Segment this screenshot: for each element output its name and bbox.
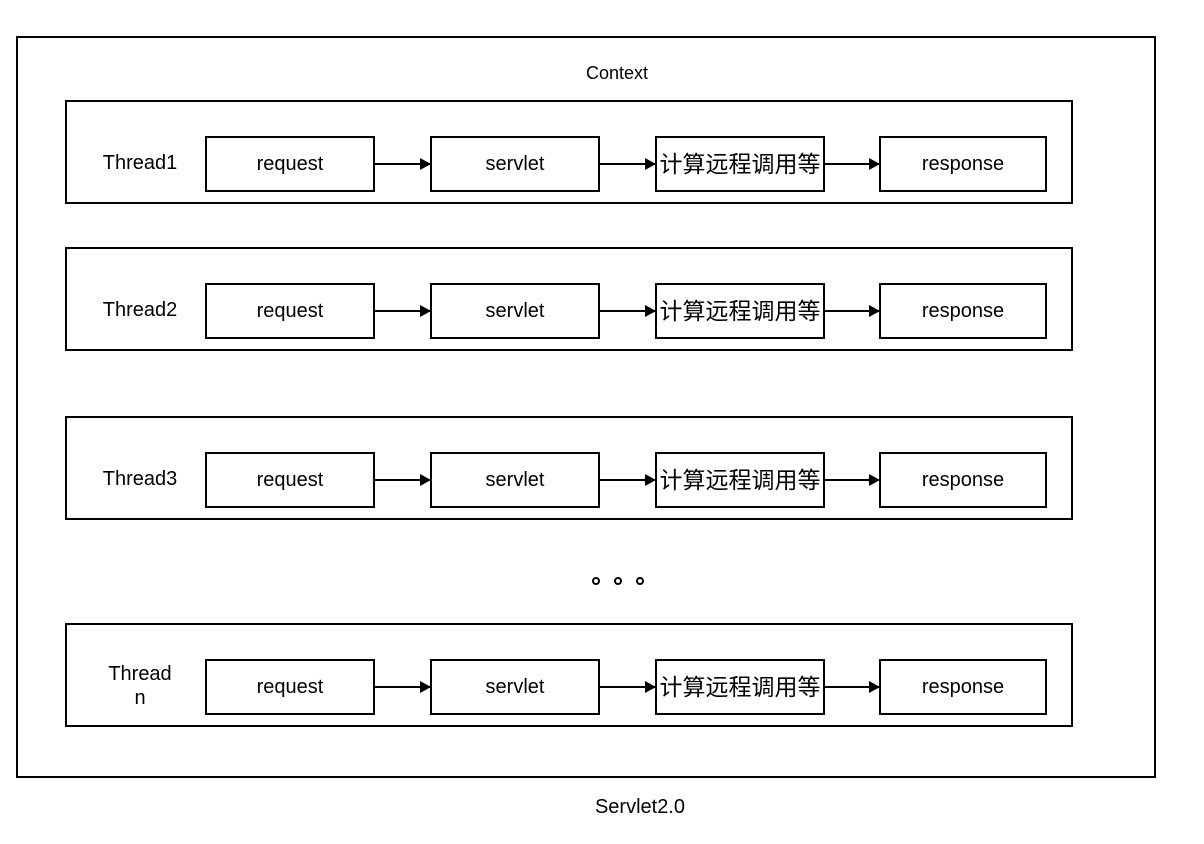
thread-row-1: Thread1 request servlet 计算远程调用等 response xyxy=(65,100,1073,204)
flow-arrow xyxy=(825,681,880,693)
flow-arrow xyxy=(600,158,656,170)
step-box-compute-remote-calls: 计算远程调用等 xyxy=(655,452,825,508)
thread-label: Thread3 xyxy=(102,468,178,490)
step-box-response: response xyxy=(879,452,1047,508)
flow-arrow xyxy=(600,474,656,486)
thread-row-2: Thread2 request servlet 计算远程调用等 response xyxy=(65,247,1073,351)
step-box-servlet: servlet xyxy=(430,659,600,715)
flow-arrow xyxy=(825,474,880,486)
step-box-compute-remote-calls: 计算远程调用等 xyxy=(655,283,825,339)
context-label: Context xyxy=(585,63,649,83)
step-box-compute-remote-calls: 计算远程调用等 xyxy=(655,659,825,715)
step-box-response: response xyxy=(879,136,1047,192)
step-box-request: request xyxy=(205,283,375,339)
step-box-compute-remote-calls: 计算远程调用等 xyxy=(655,136,825,192)
thread-row-3: Thread3 request servlet 计算远程调用等 response xyxy=(65,416,1073,520)
flow-arrow xyxy=(600,305,656,317)
flow-arrow xyxy=(375,305,431,317)
flow-arrow xyxy=(600,681,656,693)
flow-arrow xyxy=(375,474,431,486)
ellipsis-dot xyxy=(614,577,622,585)
step-box-request: request xyxy=(205,136,375,192)
step-box-request: request xyxy=(205,452,375,508)
step-box-servlet: servlet xyxy=(430,136,600,192)
flow-arrow xyxy=(825,158,880,170)
thread-label: Thread1 xyxy=(102,152,178,174)
thread-row-4: Thread n request servlet 计算远程调用等 response xyxy=(65,623,1073,727)
more-threads-ellipsis xyxy=(592,577,644,585)
diagram-caption: Servlet2.0 xyxy=(594,796,686,818)
step-box-servlet: servlet xyxy=(430,283,600,339)
step-box-request: request xyxy=(205,659,375,715)
thread-label: Thread2 xyxy=(102,299,178,321)
ellipsis-dot xyxy=(636,577,644,585)
flow-arrow xyxy=(375,158,431,170)
flow-arrow xyxy=(375,681,431,693)
step-box-response: response xyxy=(879,283,1047,339)
thread-label: Thread n xyxy=(108,663,172,709)
ellipsis-dot xyxy=(592,577,600,585)
step-box-response: response xyxy=(879,659,1047,715)
flow-arrow xyxy=(825,305,880,317)
step-box-servlet: servlet xyxy=(430,452,600,508)
